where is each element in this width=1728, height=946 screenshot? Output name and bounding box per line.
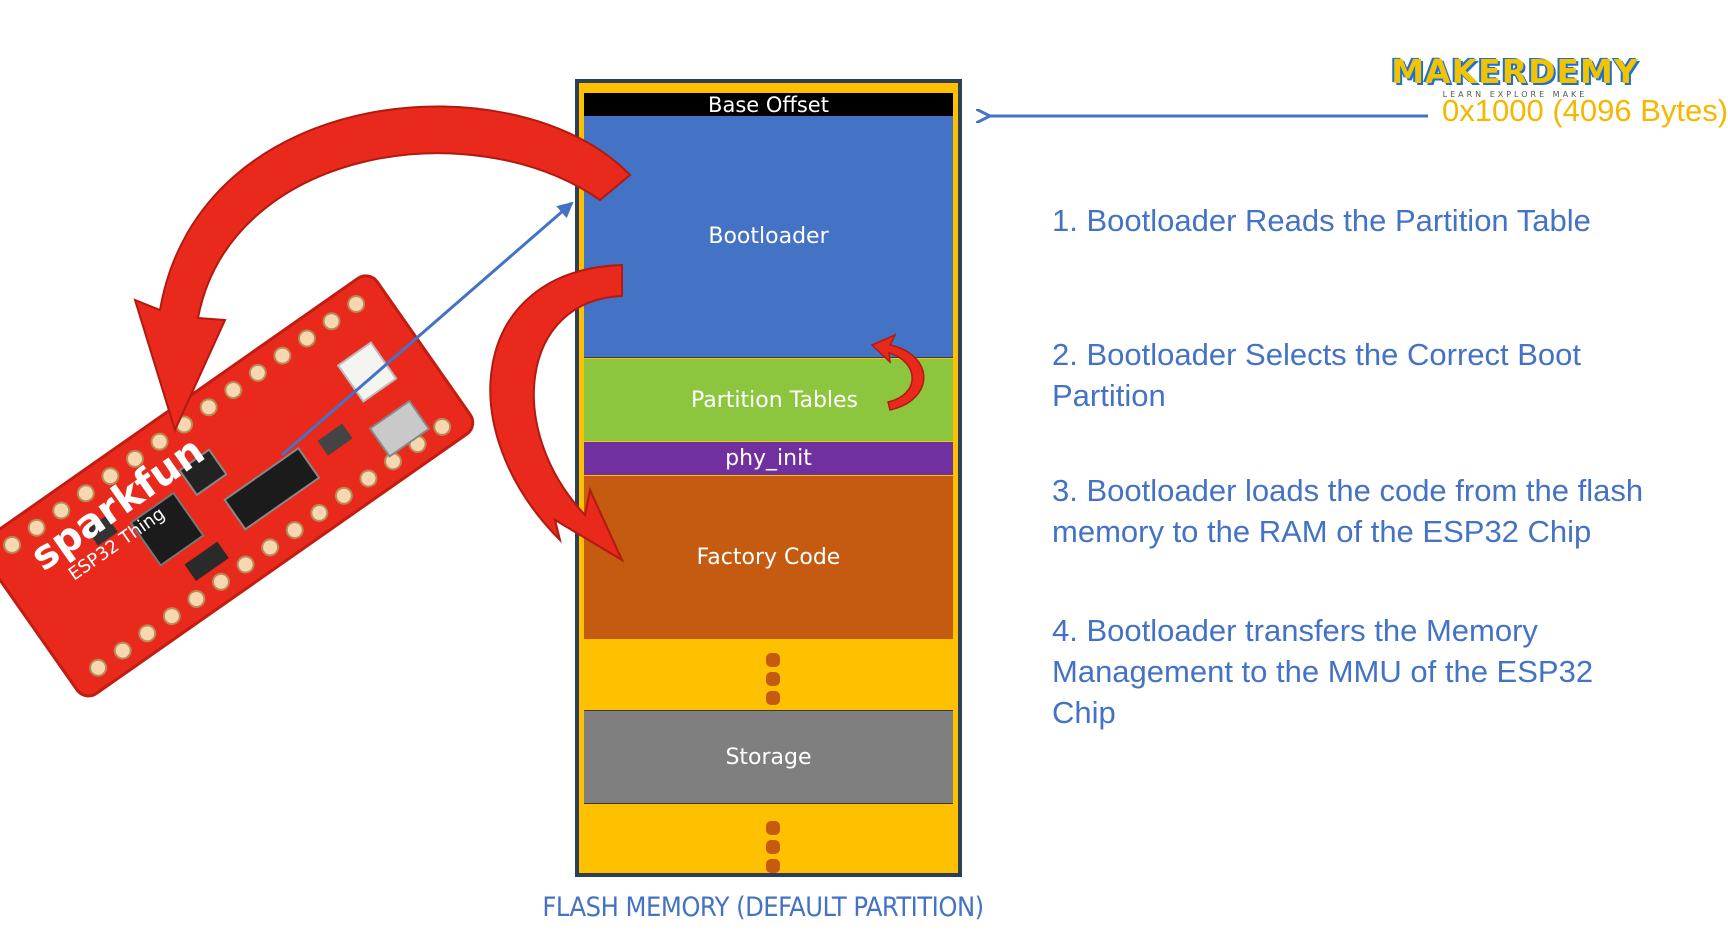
logo-wordmark: MAKERDEMY <box>1391 52 1639 91</box>
block-base-offset-label: Base Offset <box>708 92 829 117</box>
block-phy-init: phy_init <box>584 442 953 475</box>
step-1-text: 1. Bootloader Reads the Partition Table <box>1052 203 1591 238</box>
block-partition-tables: Partition Tables <box>584 359 953 441</box>
block-factory-code: Factory Code <box>584 476 953 639</box>
block-base-offset: Base Offset <box>584 92 953 117</box>
partition-loop-red-arrow <box>870 333 925 411</box>
block-storage: Storage <box>584 710 953 804</box>
ellipsis-dots-lower <box>766 821 780 878</box>
step-4-text: 4. Bootloader transfers the Memory Manag… <box>1052 613 1594 730</box>
block-factory-code-label: Factory Code <box>696 545 841 570</box>
ellipsis-dots-upper <box>766 653 780 710</box>
flash-memory-caption: FLASH MEMORY (DEFAULT PARTITION) <box>542 892 984 923</box>
flash-memory-column: Base Offset Bootloader Partition Tables … <box>575 79 962 877</box>
step-2-text: 2. Bootloader Selects the Correct Boot P… <box>1052 337 1582 413</box>
bootloader-to-chip-red-arrow <box>133 105 632 433</box>
makerdemy-logo: MAKERDEMY LEARN EXPLORE MAKE <box>1385 54 1645 100</box>
block-phy-init-label: phy_init <box>725 446 812 471</box>
esp32-board-image: sparkfun ESP32 Thing <box>0 274 475 698</box>
block-partition-tables-label: Partition Tables <box>690 387 859 413</box>
block-bootloader: Bootloader <box>584 116 953 358</box>
bootloader-to-factory-red-arrow <box>489 263 625 563</box>
logo-tagline: LEARN EXPLORE MAKE <box>1442 90 1588 99</box>
block-bootloader-label: Bootloader <box>708 224 829 249</box>
step-3-text: 3. Bootloader loads the code from the fl… <box>1052 473 1644 549</box>
chip-to-bootloader-arrow <box>281 201 574 457</box>
block-storage-label: Storage <box>725 744 812 770</box>
base-offset-value: 0x1000 (4096 Bytes) <box>1442 93 1728 128</box>
